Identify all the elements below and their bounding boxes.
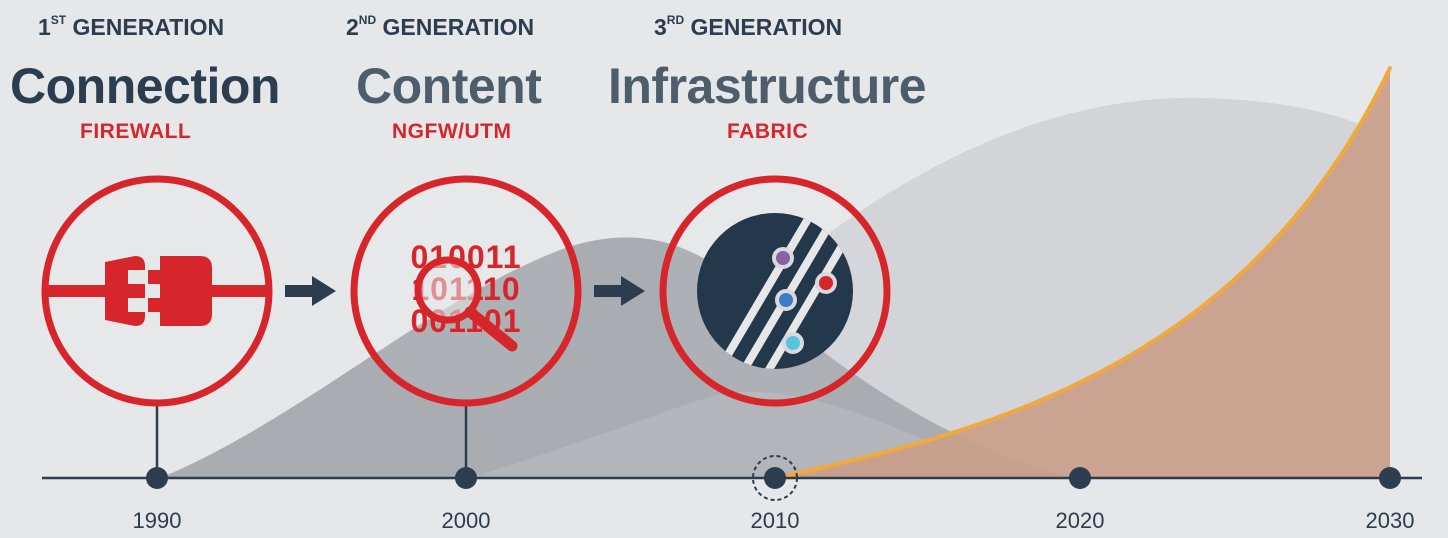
generation-title-content: Content (356, 58, 542, 114)
year-label-2030: 2030 (1365, 508, 1415, 533)
timeline-dot-1990 (146, 467, 168, 489)
generation-subtitle-ngfw: NGFW/UTM (392, 120, 512, 143)
generation-word: GENERATION (382, 14, 535, 40)
fabric-growth-line (773, 66, 1392, 480)
plug-icon (47, 256, 268, 326)
year-label-2010: 2010 (750, 508, 800, 533)
generation-ordinal-suffix: RD (666, 13, 685, 28)
generation-word: GENERATION (690, 14, 843, 40)
binary-magnifier-icon: 010011 101110 001101 (410, 239, 521, 352)
generation-word: GENERATION (72, 14, 225, 40)
fabric-badge (659, 175, 891, 407)
generation-subtitle-fabric: FABRIC (727, 120, 809, 143)
generation-subtitle-firewall: FIREWALL (80, 120, 192, 143)
ngfw-badge: 010011 101110 001101 (350, 175, 582, 407)
year-label-2000: 2000 (441, 508, 491, 533)
arrow-right-icon (285, 276, 336, 306)
timeline-dot-2010-ring (752, 455, 798, 501)
timeline-dot-2020 (1069, 467, 1091, 489)
fabric-growth-area (775, 68, 1390, 478)
firewall-badge (41, 175, 273, 407)
year-label-1990: 1990 (132, 508, 182, 533)
generation-label-1: 1ST GENERATION (38, 13, 225, 41)
generation-ordinal-suffix: ND (358, 13, 377, 28)
generation-label-3: 3RD GENERATION (654, 13, 843, 41)
arrow-right-icon (594, 276, 645, 306)
timeline-dot-2000 (455, 467, 477, 489)
generation-ordinal: 3 (654, 14, 667, 40)
generation-ordinal: 2 (346, 14, 359, 40)
timeline-dot-2030 (1379, 467, 1401, 489)
generation-title-connection: Connection (10, 58, 280, 114)
generation-ordinal: 1 (38, 14, 51, 40)
year-label-2020: 2020 (1055, 508, 1105, 533)
generation-ordinal-suffix: ST (50, 13, 67, 28)
timeline-dot-2010 (764, 467, 786, 489)
generation-label-2: 2ND GENERATION (346, 13, 535, 41)
generation-title-infrastructure: Infrastructure (608, 58, 927, 114)
